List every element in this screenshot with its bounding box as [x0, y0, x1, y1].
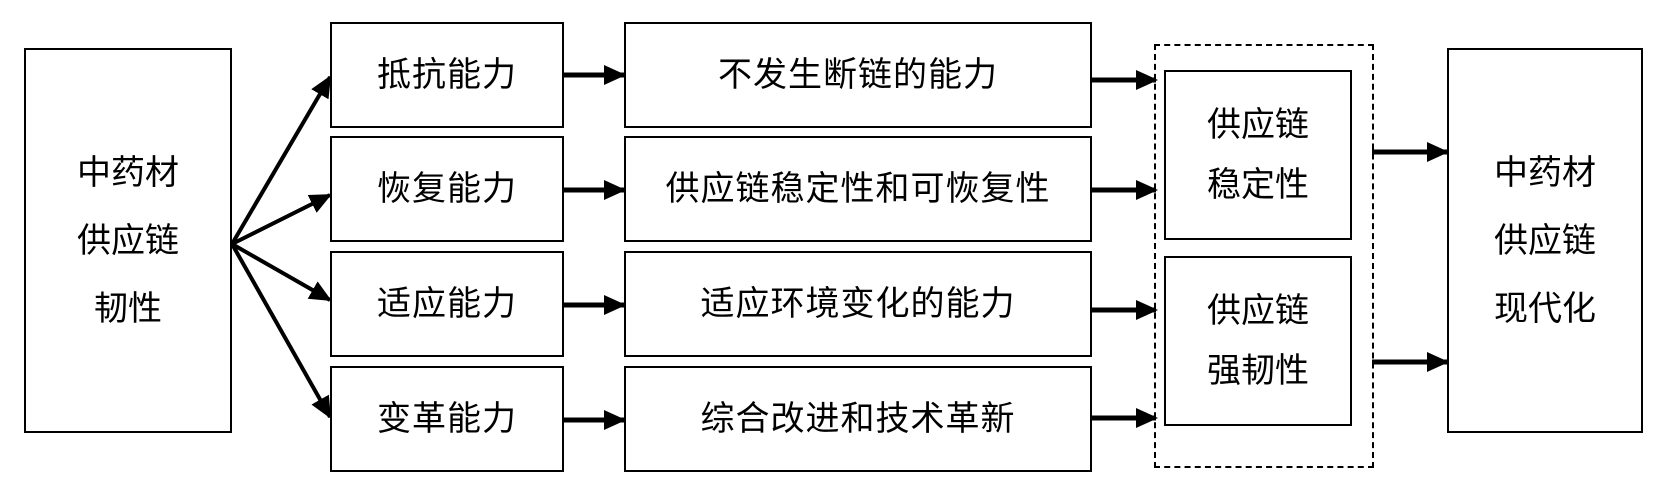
- outcome-label: 适应环境变化的能力: [700, 284, 1016, 324]
- outcome-node-2: 供应链稳定性和可恢复性: [624, 136, 1092, 242]
- outcome-node-3: 适应环境变化的能力: [624, 251, 1092, 357]
- capability-node-recover: 恢复能力: [330, 136, 564, 242]
- outcome-node-4: 综合改进和技术革新: [624, 366, 1092, 472]
- source-line-3: 韧性: [94, 288, 162, 329]
- capability-label: 抵抗能力: [377, 55, 517, 95]
- outcome-label: 不发生断链的能力: [718, 55, 998, 95]
- arrow-source-to-transform: [230, 243, 332, 419]
- capability-node-transform: 变革能力: [330, 366, 564, 472]
- property-target-arrows: [1372, 142, 1449, 372]
- target-line-1: 中药材: [1494, 152, 1596, 193]
- capability-label: 变革能力: [377, 399, 517, 439]
- resilience-line-2: 强韧性: [1207, 351, 1309, 391]
- arrow-source-to-adapt: [231, 242, 332, 302]
- property-node-resilience: 供应链 强韧性: [1164, 256, 1352, 426]
- source-node: 中药材 供应链 韧性: [24, 48, 232, 433]
- capability-node-resist: 抵抗能力: [330, 22, 564, 128]
- capability-label: 恢复能力: [377, 169, 517, 209]
- target-node: 中药材 供应链 现代化: [1447, 48, 1643, 433]
- target-line-3: 现代化: [1494, 288, 1596, 329]
- resilience-line-1: 供应链: [1207, 291, 1309, 331]
- properties-group: [1154, 44, 1374, 468]
- capability-node-adapt: 适应能力: [330, 251, 564, 357]
- property-node-stability: 供应链 稳定性: [1164, 70, 1352, 240]
- source-line-1: 中药材: [77, 152, 179, 193]
- fan-out-arrows: [230, 75, 332, 419]
- stability-line-2: 稳定性: [1207, 165, 1309, 205]
- capability-outcome-arrows: [564, 65, 626, 430]
- outcome-node-1: 不发生断链的能力: [624, 22, 1092, 128]
- outcome-property-arrows: [1092, 70, 1158, 428]
- target-line-2: 供应链: [1494, 220, 1596, 261]
- outcome-label: 供应链稳定性和可恢复性: [665, 169, 1051, 209]
- outcome-label: 综合改进和技术革新: [700, 399, 1016, 439]
- capability-label: 适应能力: [377, 284, 517, 324]
- arrow-source-to-recover: [231, 193, 332, 246]
- source-line-2: 供应链: [77, 220, 179, 261]
- arrow-source-to-resist: [230, 75, 332, 246]
- stability-line-1: 供应链: [1207, 105, 1309, 145]
